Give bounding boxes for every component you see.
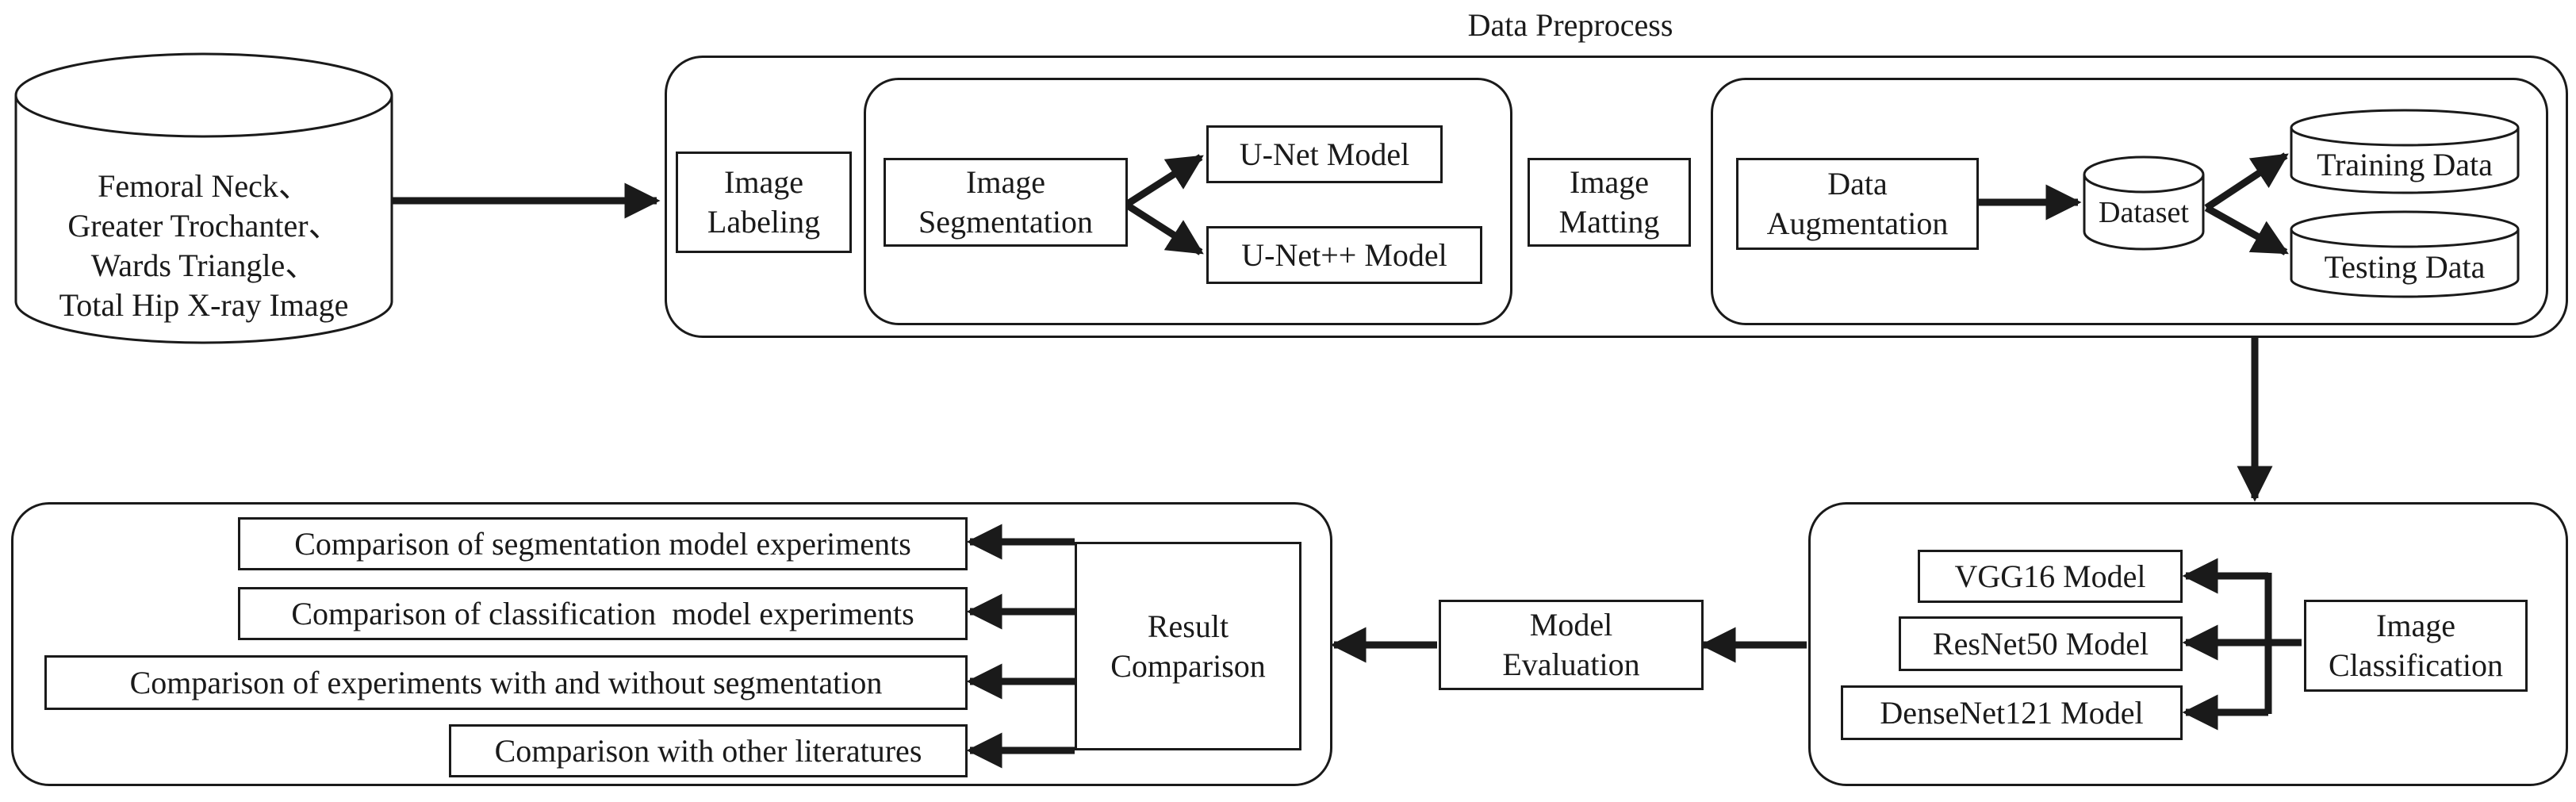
augmentation-subgroup — [1711, 78, 2548, 325]
unet-model-box: U-Net Model — [1206, 125, 1443, 183]
results-group — [11, 502, 1332, 786]
segmentation-subgroup — [864, 78, 1512, 325]
arrow-dataset-to-testing — [2204, 205, 2289, 255]
dataset-cylinder-top — [2083, 155, 2205, 194]
image-classification-box: Image Classification — [2304, 600, 2528, 692]
testing-data-label: Testing Data — [2324, 249, 2486, 285]
literature-comparison-box: Comparison with other literatures — [449, 724, 968, 777]
image-matting-box: Image Matting — [1528, 158, 1691, 247]
classification-comparison-box: Comparison of classification model exper… — [238, 587, 968, 640]
classification-group — [1808, 502, 2568, 786]
dataset-label: Dataset — [2099, 196, 2189, 230]
data-preprocess-title: Data Preprocess — [1467, 7, 1673, 43]
arrow-dataset-to-training — [2204, 152, 2289, 211]
arrow-seg-to-unet — [1124, 154, 1204, 208]
densenet121-model-box: DenseNet121 Model — [1841, 685, 2183, 740]
training-cylinder-body — [2290, 128, 2520, 194]
segmentation-comparison-box: Comparison of segmentation model experim… — [238, 517, 968, 570]
training-cylinder-top — [2290, 109, 2520, 147]
source-cylinder-body — [14, 95, 393, 344]
data-preprocess-group — [665, 56, 2568, 338]
data-augmentation-box: Data Augmentation — [1736, 158, 1979, 250]
image-labeling-box: Image Labeling — [676, 152, 852, 253]
with-without-segmentation-comparison-box: Comparison of experiments with and witho… — [44, 655, 968, 710]
resnet50-model-box: ResNet50 Model — [1899, 616, 2183, 671]
result-comparison-box: Result Comparison — [1075, 542, 1301, 750]
arrow-seg-to-unetpp — [1124, 201, 1204, 255]
testing-cylinder-top — [2290, 210, 2520, 248]
dataset-cylinder-body — [2083, 175, 2205, 251]
source-cylinder-top — [14, 52, 393, 138]
training-data-label: Training Data — [2317, 147, 2493, 182]
testing-cylinder-body — [2290, 229, 2520, 298]
source-xray-image-label: Femoral Neck、 Greater Trochanter、 Wards … — [59, 168, 349, 323]
vgg16-model-box: VGG16 Model — [1918, 550, 2183, 603]
unetpp-model-box: U-Net++ Model — [1206, 226, 1482, 284]
image-segmentation-box: Image Segmentation — [884, 158, 1128, 247]
model-evaluation-box: Model Evaluation — [1439, 600, 1704, 690]
